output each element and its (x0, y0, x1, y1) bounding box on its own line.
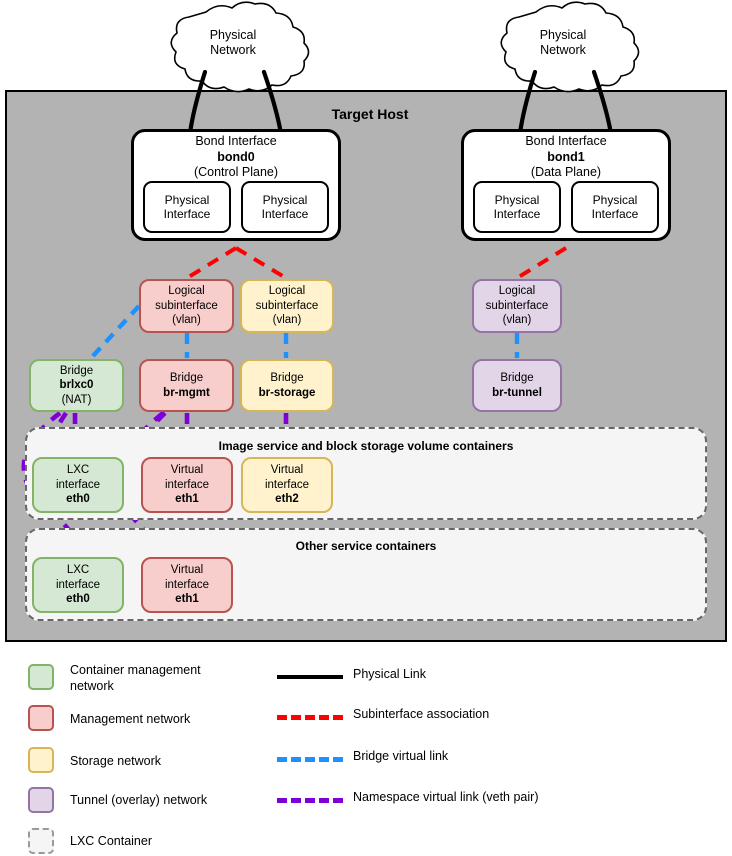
ifc-a-eth2-line2: interface (264, 478, 310, 491)
brlxc0-line1: Bridge (59, 364, 94, 377)
bridge-br-tunnel[interactable]: Bridge br-tunnel (472, 359, 562, 412)
legend-line-bridge-virtual-link (277, 757, 343, 762)
legend-cm-line1: Container management (70, 663, 201, 677)
subif-mgmt-line3: (vlan) (172, 314, 201, 327)
legend-line-namespace-virtual-link (277, 798, 343, 803)
container-group-other (25, 528, 707, 621)
bond0-name: bond0 (217, 149, 255, 164)
logical-subinterface-mgmt[interactable]: Logical subinterface (vlan) (139, 279, 234, 333)
virtual-interface-eth1-other[interactable]: Virtual interface eth1 (141, 557, 233, 613)
bridge-br-storage[interactable]: Bridge br-storage (240, 359, 334, 412)
ifc-a-eth0-line1: LXC (66, 464, 90, 477)
bond0-labels: Bond Interface bond0 (Control Plane) (131, 134, 341, 181)
brlxc0-name: brlxc0 (59, 379, 94, 392)
bond0-title: Bond Interface (195, 134, 277, 148)
cloud-left-label: Physical Network (185, 25, 281, 61)
ifc-a-eth2-line1: Virtual (270, 464, 304, 477)
lxc-interface-eth0-image-block[interactable]: LXC interface eth0 (32, 457, 124, 513)
br-tunnel-line1: Bridge (500, 372, 534, 385)
cloud-left-line2: Network (210, 43, 256, 57)
bond1-name: bond1 (547, 149, 585, 164)
ifc-b-eth1-line2: interface (164, 578, 210, 591)
legend-label-storage: Storage network (70, 754, 162, 768)
container-group-image-block (25, 427, 707, 520)
bond1-physical-interface-1[interactable]: Physical Interface (473, 181, 561, 233)
legend-label-container-management: Container management network (70, 663, 270, 694)
subif-storage-line1: Logical (268, 285, 306, 298)
cloud-right-line1: Physical (539, 27, 587, 42)
subif-storage-line3: (vlan) (272, 314, 302, 327)
virtual-interface-eth2-image-block[interactable]: Virtual interface eth2 (241, 457, 333, 513)
ifc-b-eth0-name: eth0 (66, 593, 90, 606)
legend-line-physical-link (277, 675, 343, 679)
ifc-b-eth0-line1: LXC (66, 564, 90, 577)
bond1-phy2-line2: Interface (591, 207, 639, 221)
legend-label-management: Management network (70, 712, 191, 726)
bond1-role: (Data Plane) (530, 165, 602, 180)
subif-tunnel-line3: (vlan) (502, 314, 532, 327)
bond1-phy2-line1: Physical (592, 192, 638, 207)
bond0-physical-interface-1[interactable]: Physical Interface (143, 181, 231, 233)
subif-mgmt-line1: Logical (168, 285, 205, 298)
cloud-left-line1: Physical (209, 27, 257, 42)
legend-label-physical-link: Physical Link (353, 667, 426, 681)
bond1-physical-interface-2[interactable]: Physical Interface (571, 181, 659, 233)
bond0-phy2-line2: Interface (261, 207, 309, 221)
logical-subinterface-tunnel[interactable]: Logical subinterface (vlan) (472, 279, 562, 333)
bond0-phy1-line1: Physical (164, 192, 210, 207)
ifc-b-eth1-line1: Virtual (170, 564, 204, 577)
br-storage-line1: Bridge (270, 372, 304, 385)
legend-swatch-lxc-container (28, 828, 54, 854)
bond0-phy2-line1: Physical (262, 192, 308, 207)
bond1-phy1-line1: Physical (494, 192, 540, 207)
subif-tunnel-line2: subinterface (485, 299, 549, 312)
legend-label-namespace-virtual-link: Namespace virtual link (veth pair) (353, 790, 539, 804)
legend-label-subinterface-association: Subinterface association (353, 707, 490, 721)
lxc-interface-eth0-other[interactable]: LXC interface eth0 (32, 557, 124, 613)
legend-swatch-storage (28, 747, 54, 773)
cloud-right-label: Physical Network (515, 25, 611, 61)
br-mgmt-line1: Bridge (169, 372, 204, 385)
container-group-other-title: Other service containers (295, 539, 437, 553)
container-group-image-block-title: Image service and block storage volume c… (218, 439, 514, 453)
cloud-right-line2: Network (540, 43, 586, 57)
legend-swatch-tunnel (28, 787, 54, 813)
legend-label-bridge-virtual-link: Bridge virtual link (353, 749, 449, 763)
subif-mgmt-line2: subinterface (155, 299, 218, 312)
br-storage-name: br-storage (258, 386, 316, 399)
subif-tunnel-line1: Logical (498, 285, 536, 298)
ifc-a-eth2-name: eth2 (275, 493, 299, 506)
ifc-a-eth0-line2: interface (55, 478, 101, 491)
bridge-br-mgmt[interactable]: Bridge br-mgmt (139, 359, 234, 412)
virtual-interface-eth1-image-block[interactable]: Virtual interface eth1 (141, 457, 233, 513)
bond1-phy1-line2: Interface (493, 207, 541, 221)
ifc-b-eth0-line2: interface (55, 578, 101, 591)
bridge-brlxc0[interactable]: Bridge brlxc0 (NAT) (29, 359, 124, 412)
legend-swatch-management (28, 705, 54, 731)
logical-subinterface-storage[interactable]: Logical subinterface (vlan) (240, 279, 334, 333)
bond0-phy1-line2: Interface (163, 207, 211, 221)
bond1-labels: Bond Interface bond1 (Data Plane) (461, 134, 671, 181)
ifc-b-eth1-name: eth1 (175, 593, 199, 606)
legend-swatch-container-management (28, 664, 54, 690)
brlxc0-line3: (NAT) (61, 393, 92, 406)
bond1-title: Bond Interface (525, 134, 607, 148)
legend-label-lxc-container: LXC Container (70, 834, 152, 848)
ifc-a-eth1-name: eth1 (175, 493, 199, 506)
ifc-a-eth1-line1: Virtual (170, 464, 204, 477)
subif-storage-line2: subinterface (255, 299, 319, 312)
ifc-a-eth1-line2: interface (164, 478, 210, 491)
bond0-role: (Control Plane) (193, 165, 279, 180)
br-tunnel-name: br-tunnel (492, 386, 542, 399)
legend-line-subinterface-association (277, 715, 343, 720)
legend-label-tunnel: Tunnel (overlay) network (70, 793, 208, 807)
bond0-physical-interface-2[interactable]: Physical Interface (241, 181, 329, 233)
target-host-title: Target Host (331, 106, 409, 122)
legend-cm-line2: network (70, 678, 114, 693)
ifc-a-eth0-name: eth0 (66, 493, 90, 506)
br-mgmt-name: br-mgmt (163, 386, 210, 399)
